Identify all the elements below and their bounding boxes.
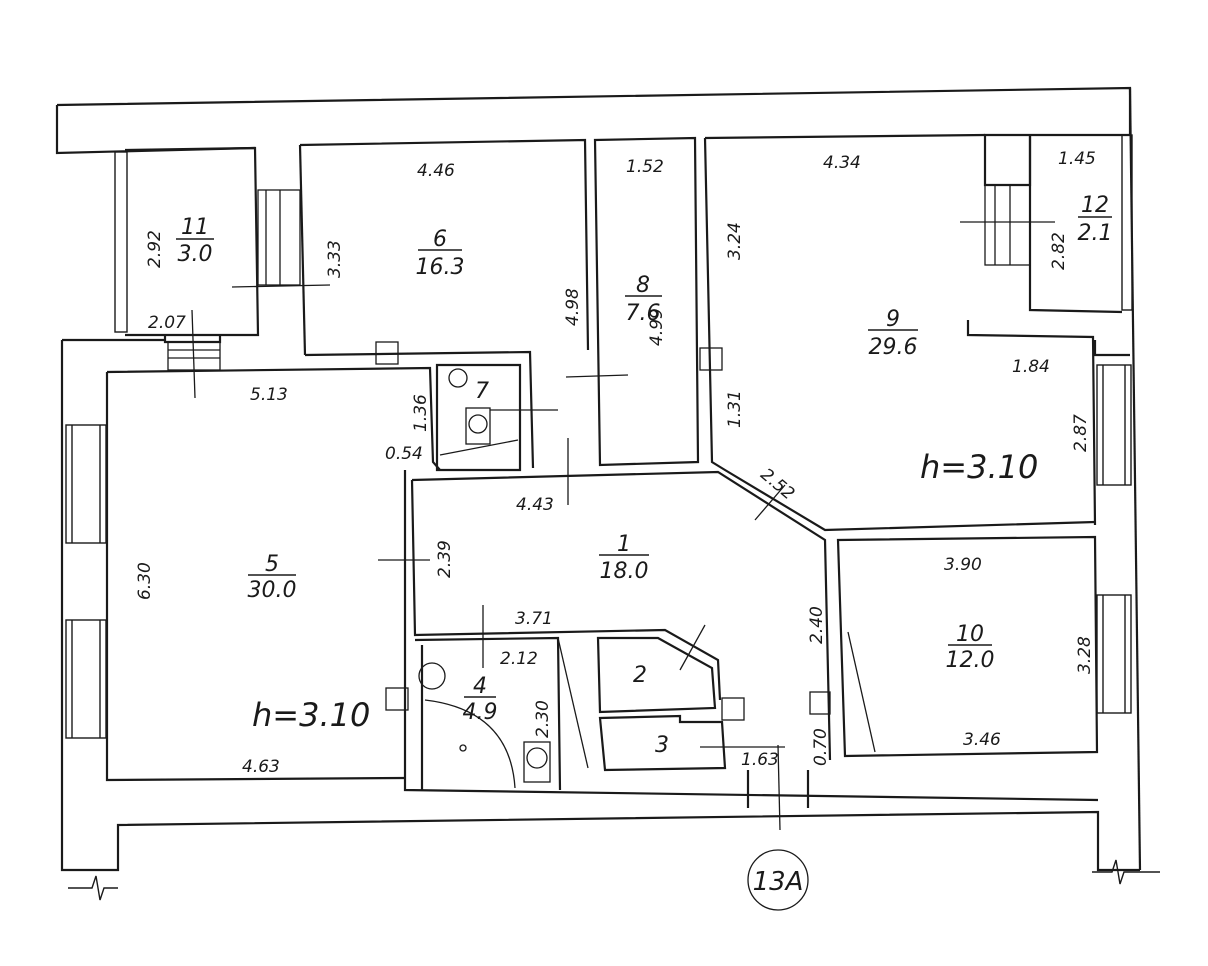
- entrance-label: 13A: [753, 867, 804, 897]
- dim-r10-bottom: 3.46: [963, 730, 1001, 750]
- area-fraction-lines: [176, 216, 1112, 698]
- dim-r3-width: 1.63: [741, 750, 779, 770]
- room-1-area: 18.0: [600, 559, 649, 584]
- dim-r9-right: 2.87: [1071, 414, 1091, 452]
- dim-r1-right: 2.40: [807, 606, 827, 644]
- room-areas: 3.0 16.3 7.6 29.6 2.1 30.0 18.0 12.0 4.9: [178, 221, 1113, 725]
- dim-r7-height: 1.36: [411, 394, 431, 432]
- dim-r9-width: 4.34: [823, 153, 861, 173]
- windows: [65, 134, 1133, 739]
- dim-r12-height: 2.82: [1049, 232, 1069, 270]
- dim-r3-door: 0.70: [811, 728, 831, 766]
- toilet-icon: [523, 741, 551, 783]
- dim-r5-height: 6.30: [135, 562, 155, 600]
- entrance-marker: 13A: [747, 849, 809, 911]
- room-8-number: 8: [636, 273, 650, 298]
- dim-r1-diag: 2.52: [756, 465, 798, 505]
- room-9-number: 9: [886, 307, 900, 332]
- dim-r6-height: 3.33: [325, 240, 345, 278]
- dim-r5-bottom: 4.63: [242, 757, 280, 777]
- room-10-area: 12.0: [946, 648, 995, 673]
- room-5-number: 5: [265, 552, 279, 577]
- room-7-number: 7: [475, 379, 489, 404]
- interior-walls: [106, 133, 1123, 808]
- room-4-number: 4: [473, 674, 487, 699]
- dim-r8-width: 1.52: [626, 157, 664, 177]
- room-12-number: 12: [1081, 193, 1109, 218]
- dim-r9-height: 3.24: [725, 222, 745, 260]
- dimensions-vertical: 2.92 3.33 4.98 4.99 3.24 1.31 2.82 2.87 …: [135, 222, 1095, 766]
- dim-r10-width: 3.90: [944, 555, 982, 575]
- dim-r4-width: 2.12: [500, 649, 538, 669]
- dim-r8-height: 4.99: [647, 308, 667, 346]
- room-11-area: 3.0: [178, 242, 213, 267]
- dim-r1-top: 4.43: [516, 495, 554, 515]
- dim-r12-width: 1.45: [1058, 149, 1096, 169]
- dim-r4-height: 2.30: [533, 700, 553, 738]
- dim-r10-height: 3.28: [1075, 636, 1095, 674]
- dim-r7-width: 0.54: [385, 444, 423, 464]
- toilet-icon: [465, 407, 491, 445]
- dim-r11-height: 2.92: [145, 230, 165, 268]
- room-3-number: 3: [655, 733, 669, 758]
- room-numbers: 11 6 8 9 12 5 1 10 4 7 2 3: [181, 193, 1109, 758]
- room-2-number: 2: [633, 663, 647, 688]
- fixtures: [68, 184, 1160, 901]
- dim-r1-left: 2.39: [435, 540, 455, 578]
- ceiling-height-room-5: h=3.10: [252, 696, 370, 734]
- room-12-area: 2.1: [1078, 221, 1113, 246]
- ceiling-height-room-9: h=3.10: [920, 448, 1038, 486]
- room-11-number: 11: [181, 215, 209, 240]
- dim-r9-lower: 1.31: [725, 390, 745, 428]
- room-4-area: 4.9: [463, 700, 498, 725]
- room-6-area: 16.3: [416, 255, 465, 280]
- room-8-area: 7.6: [626, 301, 661, 326]
- dim-r9-bottom: 1.84: [1012, 357, 1050, 377]
- dim-r6-width: 4.46: [417, 161, 455, 181]
- room-1-number: 1: [617, 532, 631, 557]
- dim-r5-top: 5.13: [250, 385, 288, 405]
- room-9-area: 29.6: [869, 335, 918, 360]
- room-6-number: 6: [433, 227, 447, 252]
- dim-r1-bottom: 3.71: [515, 609, 553, 629]
- dim-r11-width: 2.07: [148, 313, 186, 333]
- room-10-number: 10: [956, 622, 984, 647]
- room-5-area: 30.0: [248, 578, 297, 603]
- dim-r6-right: 4.98: [563, 288, 583, 326]
